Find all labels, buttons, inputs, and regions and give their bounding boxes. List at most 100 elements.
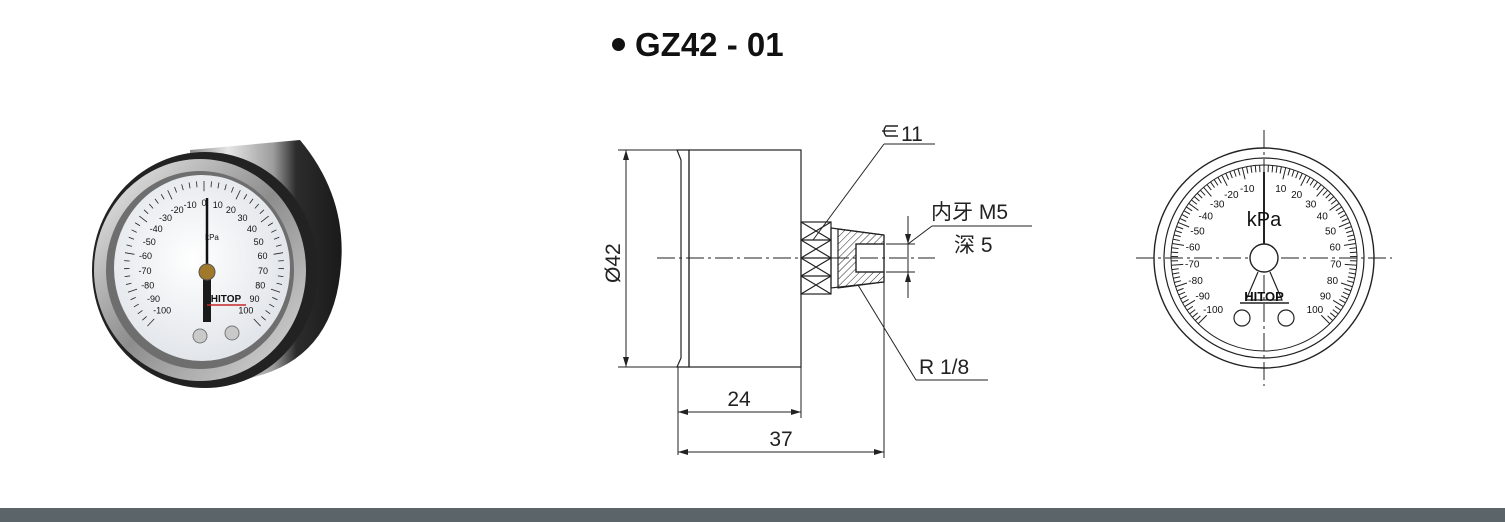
- dial-tick: [1348, 272, 1356, 275]
- dial-screw-right: [1277, 309, 1295, 327]
- photo-tick: [181, 184, 184, 191]
- dial-tick: [1181, 214, 1189, 219]
- photo-tick: [235, 190, 241, 200]
- dial-tick: [1329, 202, 1340, 211]
- dial-tick: [1309, 179, 1315, 186]
- photo-tick: [174, 186, 177, 193]
- dial-tick: [1221, 174, 1228, 187]
- dial-hub: [1249, 243, 1279, 273]
- dial-tick: [1182, 298, 1189, 304]
- photo-tick: [217, 182, 220, 189]
- photo-tick: [272, 297, 278, 301]
- photo-tick: [147, 318, 155, 327]
- dial-tick: [1327, 315, 1334, 321]
- photo-tick: [126, 244, 133, 247]
- dial-tick: [1325, 192, 1332, 199]
- dial-tick: [1172, 238, 1180, 242]
- photo-dial-number: 70: [258, 266, 268, 276]
- dial-number: 80: [1327, 276, 1339, 287]
- photo-tick: [253, 318, 261, 327]
- dial-tick: [1344, 226, 1352, 230]
- dim-arrow: [623, 357, 629, 367]
- dial-tick: [1210, 181, 1215, 188]
- dial-tick: [1343, 242, 1356, 246]
- photo-tick: [124, 275, 131, 278]
- photo-tick: [267, 222, 274, 227]
- photo-tick: [268, 303, 275, 308]
- dial-tick: [1291, 169, 1295, 177]
- photo-dial-number: 40: [247, 224, 257, 234]
- bullet-icon: [612, 37, 625, 51]
- photo-tick: [259, 209, 265, 215]
- dial-tick: [1171, 247, 1179, 250]
- dim-24-label: 24: [727, 388, 751, 411]
- dial-tick: [1199, 189, 1206, 196]
- dial-tick: [1194, 315, 1201, 321]
- hex-edge: [800, 257, 832, 277]
- photo-tick: [131, 229, 137, 233]
- dial-tick: [1334, 305, 1342, 311]
- dial-outer-ring: [1153, 147, 1375, 369]
- photo-dial-number: -30: [159, 213, 172, 223]
- dim-arrow: [905, 234, 911, 244]
- dial-screw-left: [1233, 309, 1251, 327]
- photo-dial-number: -70: [138, 266, 151, 276]
- hex-edge: [800, 221, 832, 241]
- model-number: GZ42 - 01: [635, 26, 784, 63]
- photo-tick: [143, 209, 149, 215]
- photo-tick: [210, 181, 212, 188]
- dial-number: 50: [1325, 226, 1337, 237]
- dial-tick: [1179, 217, 1187, 222]
- photo-tick: [231, 186, 234, 193]
- photo-dial-number: 30: [237, 213, 247, 223]
- dial-tick: [1332, 309, 1339, 315]
- photo-tick: [128, 236, 135, 240]
- photo-dial-number: -40: [150, 224, 163, 234]
- dial-number: -50: [1190, 226, 1205, 237]
- dial-tick: [1180, 295, 1187, 300]
- dial-tick: [1332, 299, 1344, 308]
- dial-tick: [1186, 305, 1194, 311]
- hex-edge: [800, 275, 832, 295]
- dim-arrow: [905, 272, 911, 282]
- dial-tick: [1339, 214, 1347, 219]
- dial-ticks: [1171, 165, 1357, 325]
- photo-dial-number: -10: [184, 200, 197, 210]
- photo-tick: [275, 244, 282, 247]
- photo-tick: [134, 222, 141, 227]
- dial-tick: [1330, 199, 1337, 205]
- photo-dial-number: -90: [147, 294, 160, 304]
- dim-arrow: [678, 409, 688, 415]
- photo-tick: [276, 282, 283, 285]
- dial-tick: [1176, 287, 1184, 292]
- dim-37-label: 37: [769, 428, 792, 451]
- dim-arrow: [874, 449, 884, 455]
- dial-tick: [1193, 196, 1200, 202]
- photo-tick: [273, 236, 280, 240]
- photo-tick: [273, 252, 284, 255]
- dial-tick: [1322, 189, 1329, 196]
- photo-tick: [154, 198, 159, 204]
- dial-tick: [1241, 167, 1246, 180]
- dial-tick: [1183, 210, 1191, 215]
- dim-arrow: [791, 409, 801, 415]
- photo-dial-number: 100: [238, 305, 253, 315]
- dial-tick: [1229, 171, 1233, 179]
- dial-number: 30: [1305, 199, 1317, 210]
- dial-tick: [1298, 173, 1303, 180]
- dial-tick: [1295, 171, 1299, 179]
- dial-tick: [1287, 168, 1291, 176]
- dial-tick: [1246, 166, 1249, 174]
- dial-tick: [1237, 168, 1241, 176]
- dial-tick: [1341, 217, 1349, 222]
- photo-tick: [277, 275, 284, 278]
- dial-tick: [1329, 312, 1336, 318]
- dial-tick: [1173, 276, 1181, 279]
- dial-number: -40: [1199, 212, 1214, 223]
- dial-tick: [1338, 221, 1351, 228]
- photo-screw-right: [224, 325, 240, 341]
- photo-tick: [249, 198, 254, 204]
- dial-tick: [1346, 280, 1354, 284]
- wrench-size-label: 11: [901, 123, 923, 146]
- dial-tick: [1306, 176, 1311, 184]
